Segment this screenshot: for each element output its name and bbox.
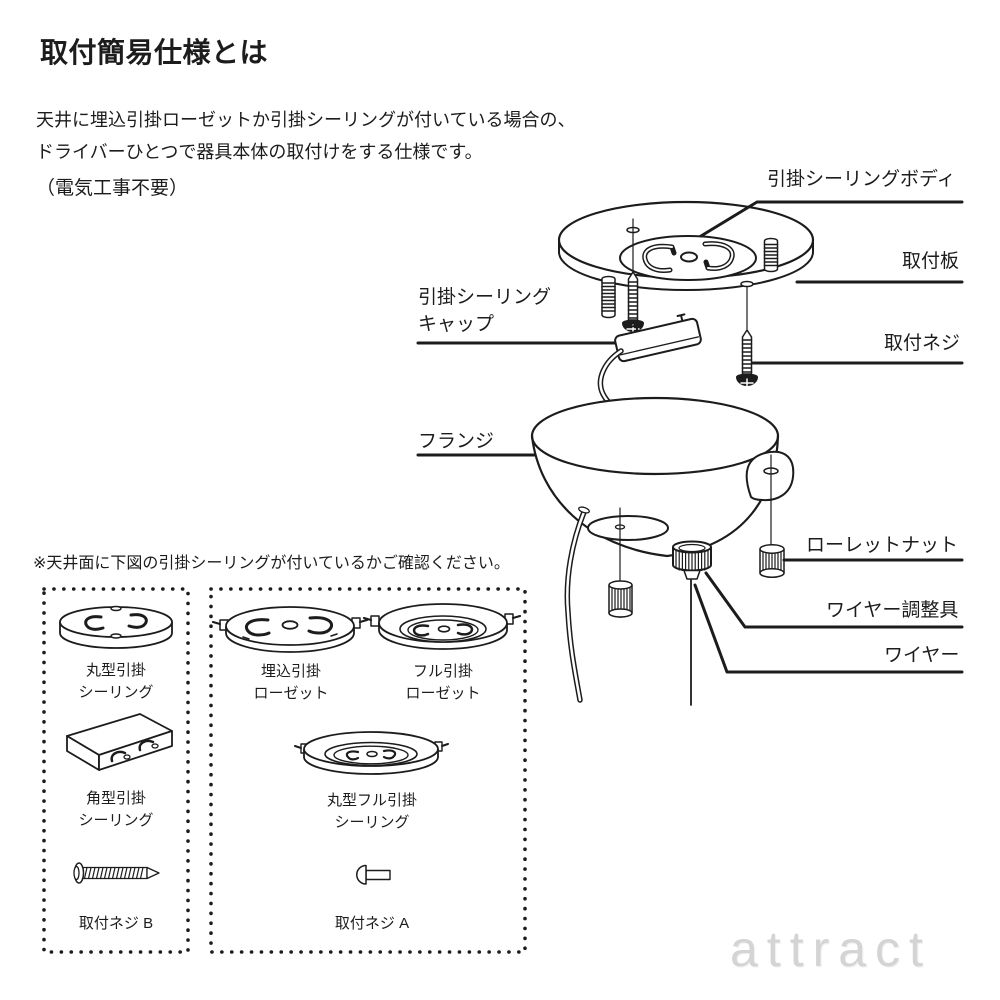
power-cable-lower xyxy=(564,506,590,703)
mounting-plate-disc xyxy=(557,200,815,330)
leader-lines-right xyxy=(693,280,964,674)
description-text: 天井に埋込引掛ローゼットか引掛シーリングが付いている場合の、 ドライバーひとつで… xyxy=(36,110,576,162)
label-mounting-screw: 取付ネジ xyxy=(884,333,961,354)
label-screw-a: 取付ネジ A xyxy=(334,915,410,932)
leader-line-body xyxy=(699,200,964,238)
knurled-nut-left xyxy=(608,580,633,618)
label-hanging-ceiling-body: 引掛シーリングボディ xyxy=(767,169,956,190)
label-knurled-nut: ローレットナット xyxy=(806,535,959,556)
check-box-right-border xyxy=(209,587,527,954)
square-ceiling-socket-icon xyxy=(66,713,173,771)
screw-a-icon xyxy=(356,864,391,885)
threaded-stud-right xyxy=(763,237,779,273)
check-box-left-border xyxy=(42,587,190,954)
full-rosette-icon xyxy=(362,603,522,650)
watermark: attract xyxy=(730,921,932,977)
label-wire-adjuster: ワイヤー調整具 xyxy=(826,600,959,621)
threaded-stud-left xyxy=(601,275,616,319)
round-ceiling-socket-icon xyxy=(59,605,173,649)
label-recessed-rosette: 埋込引掛 ローゼット xyxy=(253,663,329,702)
no-electrical-work-note: （電気工事不要） xyxy=(36,178,189,199)
label-hanging-ceiling-cap: 引掛シーリング キャップ xyxy=(418,287,552,335)
wire-adjuster xyxy=(672,540,712,706)
label-flange: フランジ xyxy=(418,431,495,452)
label-mounting-plate: 取付板 xyxy=(902,251,960,272)
screw-b-icon xyxy=(73,862,160,884)
label-round-ceiling-socket: 丸型引掛 シーリング xyxy=(78,662,154,701)
recessed-rosette-icon xyxy=(211,606,369,653)
page-title: 取付簡易仕様とは xyxy=(40,37,269,68)
hanging-ceiling-cap xyxy=(614,313,702,363)
label-screw-b: 取付ネジ B xyxy=(78,915,154,932)
mounting-screw-right xyxy=(736,329,758,388)
knurled-nut-right xyxy=(759,544,785,578)
round-full-ceiling-socket-icon xyxy=(294,731,449,775)
label-round-full-ceiling-socket: 丸型フル引掛 シーリング xyxy=(326,792,417,831)
label-wire: ワイヤー xyxy=(884,645,960,666)
flange-dome xyxy=(530,396,795,583)
ceiling-check-note: ※天井面に下図の引掛シーリングが付いているかご確認ください。 xyxy=(33,555,510,572)
label-full-rosette: フル引掛 ローゼット xyxy=(405,663,481,702)
label-square-ceiling-socket: 角型引掛 シーリング xyxy=(78,790,154,829)
